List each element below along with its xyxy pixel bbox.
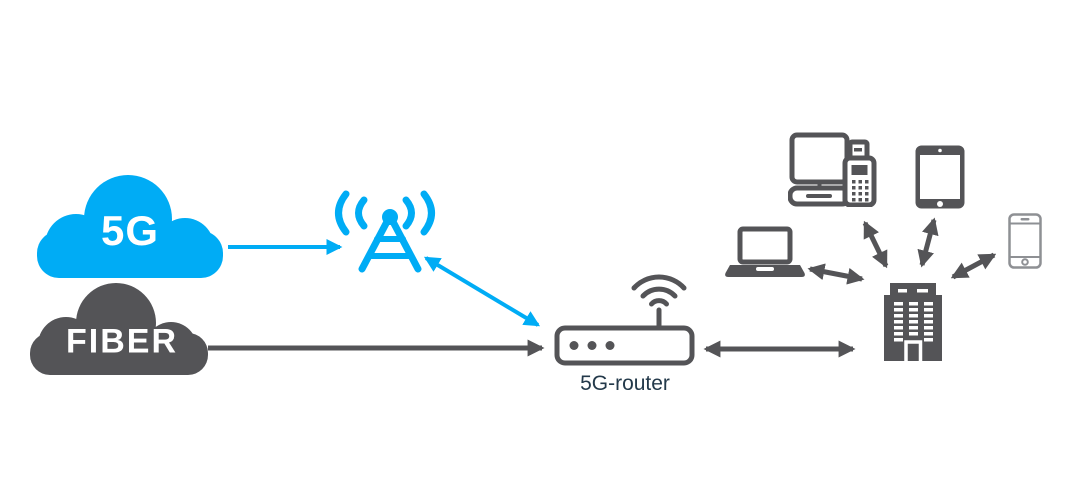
connection-tower-to-router — [423, 256, 541, 327]
cloud-5g: 5G — [35, 175, 225, 278]
cloud-5g-icon — [37, 175, 223, 278]
cloud-5g-label: 5G — [100, 207, 160, 254]
desktop-pos-terminal-icon — [788, 132, 877, 207]
connection-building-to-pos — [862, 220, 889, 269]
cloud-fiber-label: FIBER — [66, 322, 178, 361]
connection-building-to-tablet — [917, 217, 939, 268]
connection-building-to-laptop — [807, 263, 865, 285]
connection-building-to-phone — [950, 252, 997, 280]
cell-tower-icon — [335, 190, 435, 273]
cloud-fiber-icon — [30, 283, 208, 375]
cloud-fiber: FIBER — [28, 283, 210, 375]
tablet-icon — [915, 145, 965, 209]
laptop-icon — [725, 226, 805, 277]
smartphone-icon — [1008, 213, 1042, 269]
wifi-router-icon — [554, 274, 695, 366]
office-building-icon — [884, 283, 942, 361]
router-label: 5G-router — [580, 372, 670, 395]
